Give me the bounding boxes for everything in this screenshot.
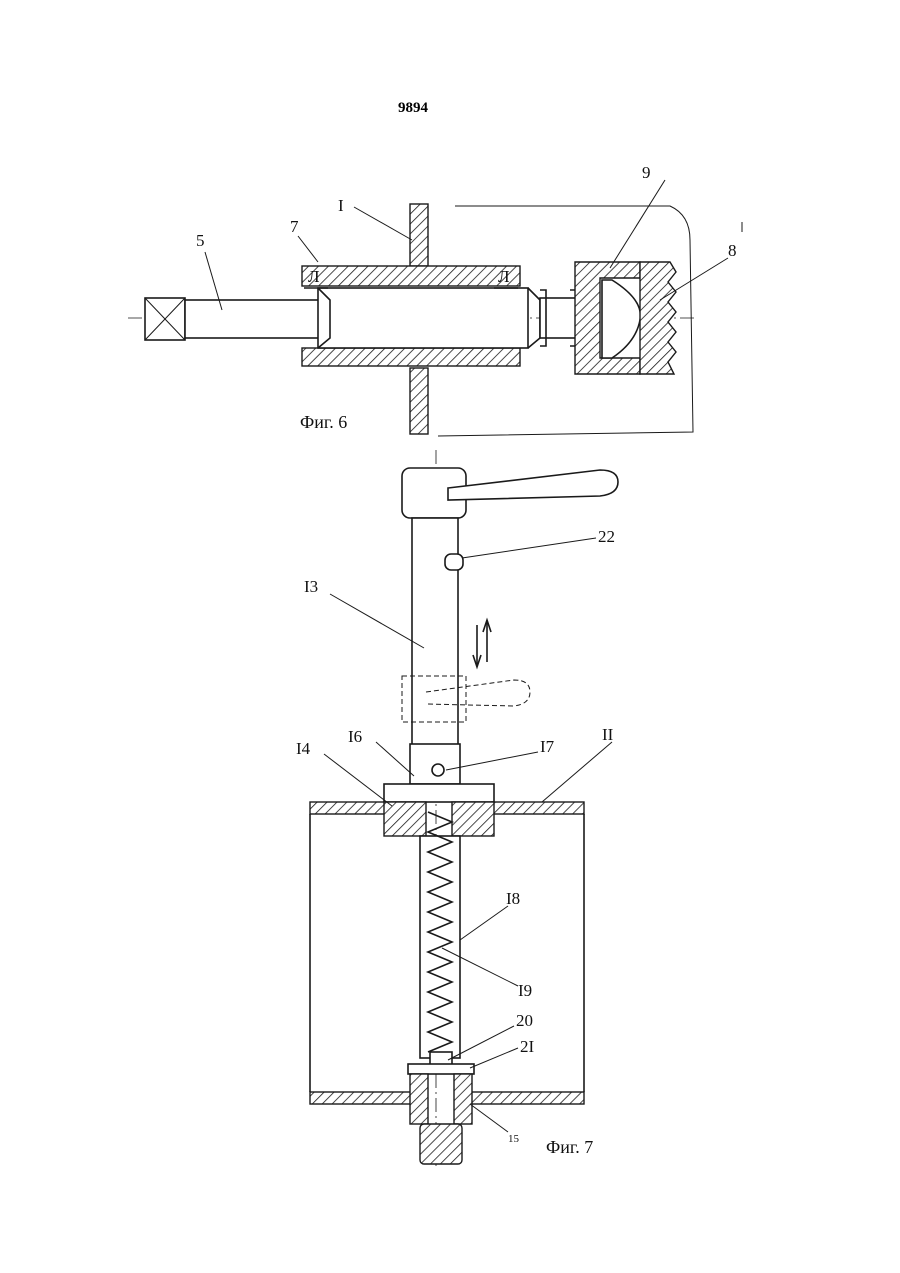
fig7-label-14: I4 [296,739,311,758]
rod-13 [412,518,458,748]
fig6-label-7: 7 [290,217,299,236]
nut-15-left [410,1074,428,1124]
fig7-label-16: I6 [348,727,362,746]
fig7-label-11: II [602,725,614,744]
nut-15-right [454,1074,472,1124]
wall-upper [410,204,428,266]
wall-11-upper-left [310,802,386,814]
shaft-5 [185,300,325,338]
fig6-label-5: 5 [196,231,205,250]
fig6-label-9: 9 [642,163,651,182]
sleeve-14-left [384,802,426,836]
fig7-label-21: 2I [520,1037,535,1056]
fig6-section-mark-right: Л [498,267,510,286]
figure-6: 5 7 I 9 8 Л Л Фиг. 6 [128,163,742,436]
page-number: 9894 [398,100,429,116]
fig7-label-15: 15 [508,1133,520,1145]
wall-11-lower-right [470,1092,584,1104]
fig6-caption: Фиг. 6 [300,412,347,432]
fig7-caption: Фиг. 7 [546,1137,593,1157]
main-rod [318,288,528,348]
bushing-top [302,266,520,286]
fig7-label-19: I9 [518,981,532,1000]
pin-17 [432,764,444,776]
sleeve-14-right [452,802,494,836]
fig7-label-20: 20 [516,1011,533,1030]
wall-11-lower-left [310,1092,414,1104]
lever [448,470,618,500]
wall-11-upper-right [492,802,584,814]
fig7-label-18: I8 [506,889,520,908]
wall-lower [410,368,428,434]
flange-21 [408,1064,474,1074]
figure-7: 22 I3 I6 I7 II I4 I8 I9 20 2I 15 Фиг. 7 [296,450,618,1170]
fig7-label-17: I7 [540,737,555,756]
fig6-label-1: I [338,196,344,215]
fig6-section-mark-left: Л [308,267,320,286]
bottom-stud [420,1124,462,1164]
pin-22 [445,554,463,570]
part-8 [640,262,676,374]
fig6-label-8: 8 [728,241,737,260]
spherical-tip [602,280,640,358]
fig7-label-22: 22 [598,527,615,546]
bushing-bottom [302,348,520,366]
motion-arrows [473,620,491,667]
fig7-label-13: I3 [304,577,318,596]
flange-plate [384,784,494,802]
